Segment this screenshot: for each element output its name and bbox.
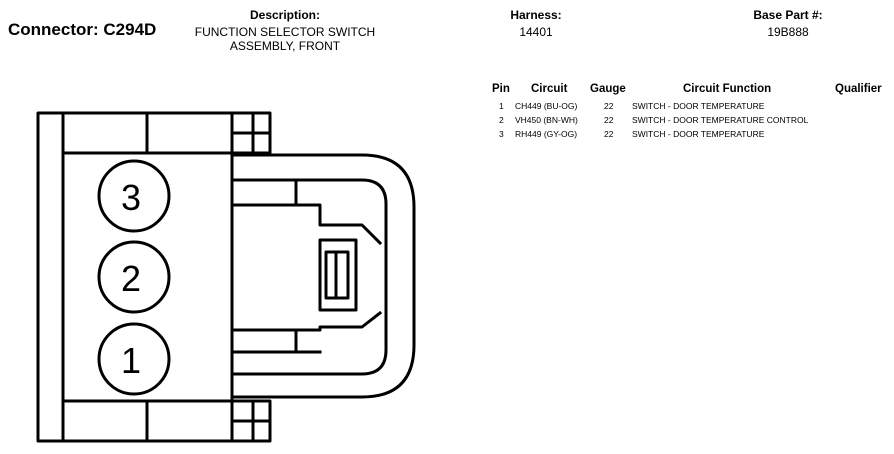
table-row-2-gauge: 22 [604,115,614,125]
connector-title: Connector: C294D [8,20,157,39]
pin-3-cavity [97,159,171,233]
latch-arm-bottom [230,310,383,332]
pin-1-label: 1 [121,340,141,381]
circuit-function-column-header: Circuit Function [683,83,772,95]
latch-inner-outline [230,178,388,376]
pin-3-label: 3 [121,177,141,218]
description-header: Description: [249,8,320,22]
table-row-1-function: SWITCH - DOOR TEMPERATURE [632,101,765,111]
table-row-3-function: SWITCH - DOOR TEMPERATURE [632,129,765,139]
pin-column-header: Pin [492,83,510,95]
latch-arm-top [230,203,383,246]
table-row-1-circuit: CH449 (BU-OG) [515,101,578,111]
latch-outer-outline [230,153,416,399]
description-line-1: FUNCTION SELECTOR SWITCH [194,25,376,39]
base-part-value: 19B888 [767,25,809,39]
description-line-2: ASSEMBLY, FRONT [229,39,341,53]
connector-body-outline [36,111,234,443]
harness-value: 14401 [519,25,553,39]
table-row-1-gauge: 22 [604,101,614,111]
base-part-header: Base Part #: [753,8,823,22]
table-row-1-pin: 1 [499,101,504,111]
table-row-3-pin: 3 [499,129,504,139]
qualifier-column-header: Qualifier [835,83,882,95]
latch-center-outer [318,238,358,312]
harness-header: Harness: [510,8,562,22]
gauge-column-header: Gauge [590,83,626,95]
table-row-2-function: SWITCH - DOOR TEMPERATURE CONTROL [632,115,809,125]
pin-1-cavity [97,322,171,396]
table-row-3-gauge: 22 [604,129,614,139]
pin-2-label: 2 [121,258,141,299]
table-row-3-circuit: RH449 (GY-OG) [515,129,578,139]
table-row-2-pin: 2 [499,115,504,125]
pin-2-cavity [97,240,171,314]
table-row-2-circuit: VH450 (BN-WH) [515,115,578,125]
circuit-column-header: Circuit [531,83,568,95]
